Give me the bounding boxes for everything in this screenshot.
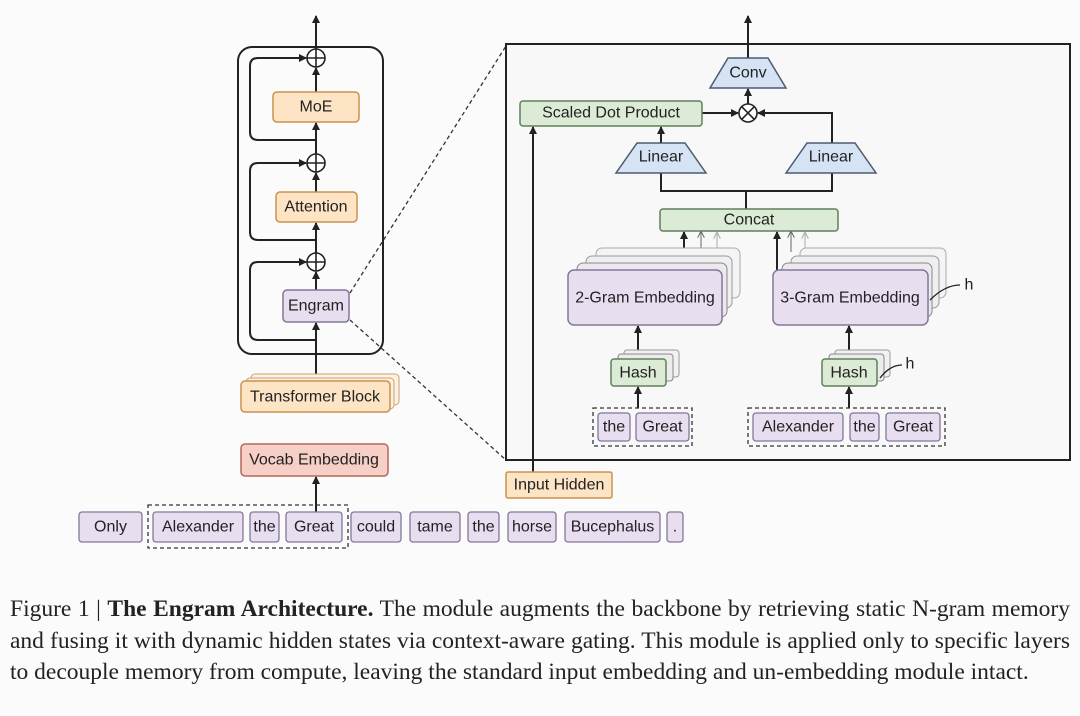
token-label: horse	[512, 519, 552, 536]
three-gram-embedding-block: 3-Gram Embedding h	[772, 247, 974, 326]
attention-label: Attention	[284, 199, 347, 216]
layer-container	[237, 46, 384, 355]
token: horse	[507, 511, 557, 543]
token-label: the	[472, 519, 494, 536]
vocab-embedding-block: Vocab Embedding	[240, 443, 389, 477]
token-label: the	[853, 419, 875, 436]
token: Great	[635, 412, 690, 442]
token: Only	[78, 511, 143, 543]
two-gram-token-group	[592, 407, 693, 447]
moe-block: MoE	[272, 91, 360, 123]
token-label: could	[357, 519, 395, 536]
linear-left-block: Linear	[614, 142, 708, 174]
figure-title: The Engram Architecture.	[107, 596, 374, 622]
token-label: Great	[294, 519, 335, 536]
ngram-selection-box	[147, 504, 349, 549]
linear-left-label: Linear	[639, 149, 684, 166]
input-hidden-block: Input Hidden	[505, 471, 613, 499]
token: Bucephalus	[564, 511, 661, 543]
token-label: the	[253, 519, 275, 536]
token: the	[597, 412, 631, 442]
hash-right-label: Hash	[830, 365, 867, 382]
token: could	[350, 511, 402, 543]
token-label: tame	[417, 519, 453, 536]
heads-label: h	[965, 277, 974, 294]
add-icon	[306, 48, 326, 68]
two-gram-label: 2-Gram Embedding	[575, 290, 715, 307]
vocab-embedding-label: Vocab Embedding	[249, 452, 379, 469]
multiply-icon	[738, 103, 758, 123]
token: the	[849, 412, 880, 442]
transformer-block: Transformer Block	[240, 373, 400, 413]
token: .	[666, 511, 684, 543]
heads-label: h	[906, 356, 915, 373]
engram-label: Engram	[288, 298, 344, 315]
engram-block: Engram	[282, 289, 350, 323]
concat-block: Concat	[659, 208, 839, 232]
token-label: .	[673, 519, 677, 536]
three-gram-token-group	[747, 407, 946, 447]
concat-label: Concat	[724, 212, 775, 229]
input-hidden-label: Input Hidden	[514, 477, 605, 494]
token-row: Only Alexander the Great could tame the horse Bu…	[78, 511, 684, 543]
token: the	[249, 511, 280, 543]
zoom-line-top	[349, 45, 507, 294]
caption-text: The module augments the backbone by retr…	[10, 596, 1070, 685]
moe-label: MoE	[300, 99, 333, 116]
linear-right-label: Linear	[809, 149, 854, 166]
figure-caption: Figure 1 | The Engram Architecture. The …	[10, 594, 1070, 689]
two-gram-embedding-block: 2-Gram Embedding	[567, 247, 741, 326]
conv-block: Conv	[708, 57, 788, 89]
conv-label: Conv	[729, 65, 766, 82]
token-label: Alexander	[762, 419, 835, 436]
scaled-dot-product-label: Scaled Dot Product	[542, 105, 680, 122]
token-label: Only	[94, 519, 127, 536]
token: Alexander	[752, 412, 844, 442]
linear-right-block: Linear	[784, 142, 878, 174]
add-icon	[306, 252, 326, 272]
transformer-block-label: Transformer Block	[250, 389, 381, 406]
figure-label: Figure 1 |	[10, 596, 108, 622]
attention-block: Attention	[275, 191, 358, 223]
token-label: Great	[893, 419, 934, 436]
token: tame	[409, 511, 461, 543]
ngram-tokens: the Great Alexander the Great	[597, 412, 941, 442]
three-gram-label: 3-Gram Embedding	[780, 290, 920, 307]
token: Great	[285, 511, 343, 543]
backbone	[237, 15, 384, 512]
token-label: Bucephalus	[571, 519, 655, 536]
token: Great	[885, 412, 941, 442]
scaled-dot-product-block: Scaled Dot Product	[519, 100, 703, 127]
token-label: Great	[642, 419, 683, 436]
add-icon	[306, 153, 326, 173]
token-label: Alexander	[162, 519, 235, 536]
token-label: the	[603, 419, 625, 436]
hash-right-block: Hash h	[821, 349, 915, 387]
token: Alexander	[152, 511, 244, 543]
hash-left-label: Hash	[619, 365, 656, 382]
token: the	[467, 511, 500, 543]
hash-left-block: Hash	[610, 349, 680, 387]
